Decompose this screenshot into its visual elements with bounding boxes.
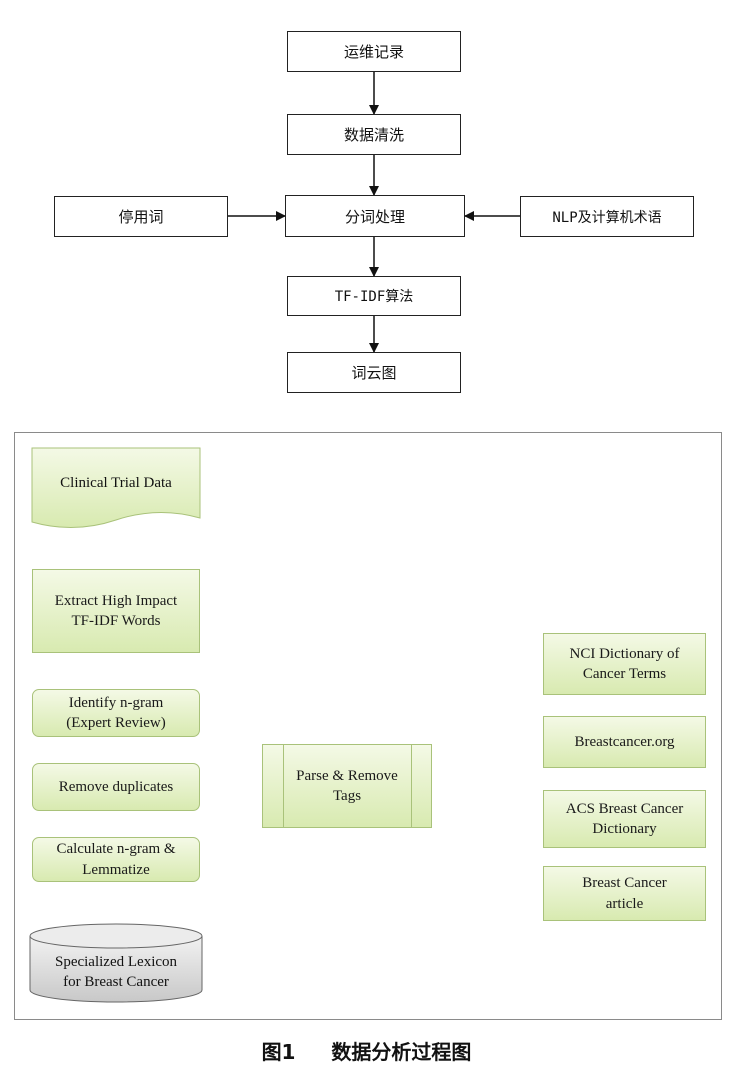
node-bco: Breastcancer.org [543, 716, 706, 768]
lexicon-database-shape [29, 923, 203, 1003]
node-segment: 分词处理 [285, 195, 465, 237]
node-clean: 数据清洗 [287, 114, 461, 155]
node-lexicon: Specialized Lexicon for Breast Cancer [30, 948, 202, 996]
node-tfidf: TF-IDF算法 [287, 276, 461, 316]
node-nci-label: NCI Dictionary of Cancer Terms [569, 645, 680, 682]
figure-title: 数据分析过程图 [331, 1040, 472, 1064]
node-identify-label: Identify n-gram (Expert Review) [66, 694, 166, 731]
node-wordcloud: 词云图 [287, 352, 461, 393]
figure-caption: 图1 数据分析过程图 [0, 1036, 733, 1065]
node-extract-label: Extract High Impact TF-IDF Words [54, 592, 178, 629]
node-wordcloud-label: 词云图 [351, 364, 397, 382]
node-acs: ACS Breast Cancer Dictionary [543, 790, 706, 848]
node-lexicon-label-line2: for Breast Cancer [63, 974, 169, 990]
node-segment-label: 分词处理 [344, 207, 405, 226]
node-nci: NCI Dictionary of Cancer Terms [543, 633, 706, 695]
node-clinical: Clinical Trial Data [32, 460, 200, 506]
node-extract: Extract High Impact TF-IDF Words [32, 569, 200, 653]
node-parse-right-bar [411, 744, 412, 828]
node-parse-label: Parse & Remove Tags [296, 767, 398, 804]
node-calculate-label: Calculate n-gram & Lemmatize [56, 841, 176, 878]
node-calculate: Calculate n-gram & Lemmatize [32, 837, 200, 882]
node-remove: Remove duplicates [32, 763, 200, 811]
node-parse-left-bar [283, 744, 284, 828]
node-stopwords-label: 停用词 [118, 208, 164, 226]
node-bco-label: Breastcancer.org [574, 733, 675, 750]
node-record: 运维记录 [287, 31, 461, 72]
node-parse: Parse & Remove Tags [262, 744, 432, 828]
node-record-label: 运维记录 [343, 43, 404, 61]
node-identify: Identify n-gram (Expert Review) [32, 689, 200, 737]
node-lexicon-label-line1: Specialized Lexicon [54, 953, 178, 970]
node-terms-label: NLP及计算机术语 [552, 209, 662, 226]
node-clean-label: 数据清洗 [343, 126, 404, 144]
figure-number: 图1 [261, 1040, 296, 1064]
node-article: Breast Cancer article [543, 866, 706, 921]
node-acs-label: ACS Breast Cancer Dictionary [565, 800, 684, 837]
node-tfidf-label: TF-IDF算法 [334, 289, 414, 305]
node-clinical-label: Clinical Trial Data [60, 474, 172, 491]
node-terms: NLP及计算机术语 [520, 196, 694, 237]
node-stopwords: 停用词 [54, 196, 228, 237]
node-article-label: Breast Cancer article [582, 875, 667, 912]
node-remove-label: Remove duplicates [58, 778, 174, 795]
